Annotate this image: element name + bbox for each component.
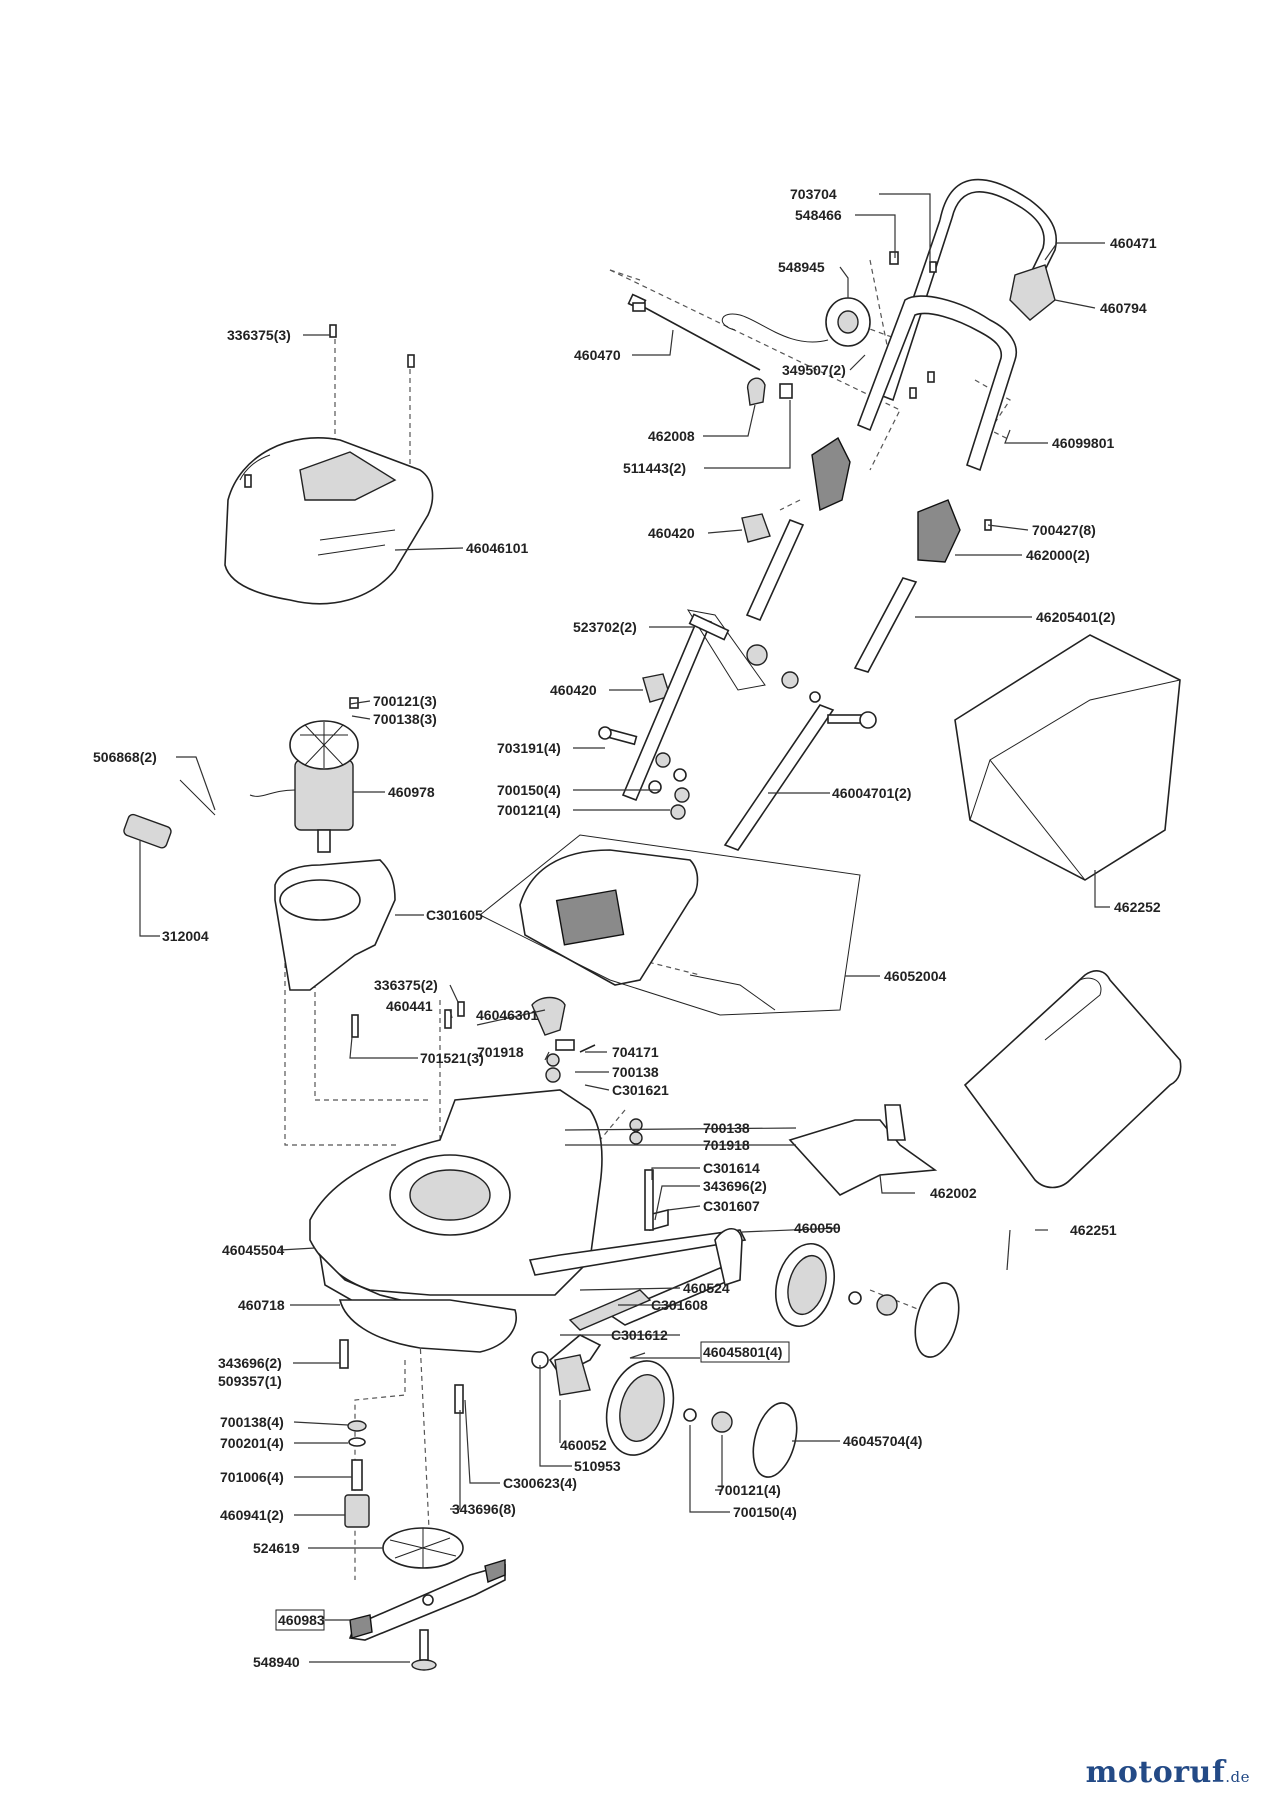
label-460524: 460524 bbox=[683, 1280, 730, 1296]
label-460441: 460441 bbox=[386, 998, 433, 1014]
label-703704: 703704 bbox=[790, 186, 837, 202]
label-462252: 462252 bbox=[1114, 899, 1161, 915]
label-700427-8: 700427(8) bbox=[1032, 522, 1096, 538]
label-460983: 460983 bbox=[278, 1612, 325, 1628]
label-462000-2: 462000(2) bbox=[1026, 547, 1090, 563]
label-c301612: C301612 bbox=[611, 1327, 668, 1343]
lower-handle bbox=[856, 295, 1017, 472]
grass-bag-frame bbox=[963, 970, 1182, 1189]
label-511443-2: 511443(2) bbox=[623, 460, 686, 476]
base-plate bbox=[338, 1299, 517, 1353]
label-46205401-2: 46205401(2) bbox=[1036, 609, 1115, 625]
label-704171: 704171 bbox=[612, 1044, 659, 1060]
label-c301614: C301614 bbox=[703, 1160, 760, 1176]
label-701918-b: 701918 bbox=[703, 1137, 750, 1153]
lower-tube-right bbox=[723, 704, 835, 851]
label-460050: 460050 bbox=[794, 1220, 841, 1236]
label-46045801-4: 46045801(4) bbox=[703, 1344, 782, 1360]
clamp-knob-lower bbox=[917, 499, 961, 563]
label-c301621: C301621 bbox=[612, 1082, 669, 1098]
label-460978: 460978 bbox=[388, 784, 435, 800]
label-46004701-2: 46004701(2) bbox=[832, 785, 911, 801]
label-701521-3: 701521(3) bbox=[420, 1050, 484, 1066]
label-700138-4: 700138(4) bbox=[220, 1414, 284, 1430]
label-460471: 460471 bbox=[1110, 235, 1157, 251]
clamp-knob-upper bbox=[811, 436, 851, 512]
deflector bbox=[788, 1119, 938, 1196]
motoruf-logo: motoruf.de bbox=[1086, 1755, 1250, 1790]
motor bbox=[294, 759, 354, 831]
grass-bag bbox=[954, 634, 1181, 881]
label-343696-2-a: 343696(2) bbox=[703, 1178, 767, 1194]
label-462002: 462002 bbox=[930, 1185, 977, 1201]
label-701918-a: 701918 bbox=[477, 1044, 524, 1060]
label-46052004: 46052004 bbox=[884, 968, 947, 984]
logo-brand: motoruf bbox=[1085, 1755, 1226, 1790]
lower-tube-left bbox=[621, 617, 713, 802]
label-460794: 460794 bbox=[1100, 300, 1147, 316]
switch-box bbox=[1009, 264, 1056, 321]
label-701006-4: 701006(4) bbox=[220, 1469, 284, 1485]
label-700138-3: 700138(3) bbox=[373, 711, 437, 727]
label-548466: 548466 bbox=[795, 207, 842, 223]
rear-axle-bracket bbox=[528, 1229, 747, 1276]
bowden-rod bbox=[639, 304, 761, 371]
label-343696-2-b: 343696(2) bbox=[218, 1355, 282, 1371]
label-524619: 524619 bbox=[253, 1540, 300, 1556]
parts-artwork bbox=[123, 178, 1182, 1671]
label-700150-4-a: 700150(4) bbox=[497, 782, 561, 798]
label-349507-2: 349507(2) bbox=[782, 362, 846, 378]
label-462251: 462251 bbox=[1070, 1222, 1117, 1238]
label-509357-1: 509357(1) bbox=[218, 1373, 282, 1389]
label-700201-4: 700201(4) bbox=[220, 1435, 284, 1451]
motor-housing bbox=[274, 859, 396, 991]
label-46046101: 46046101 bbox=[466, 540, 529, 556]
wheel-cap-rear bbox=[914, 1282, 960, 1358]
handle-tube-left bbox=[745, 518, 805, 622]
label-700138-b: 700138 bbox=[703, 1120, 750, 1136]
part-number-labels: 703704 548466 460471 548945 460794 33637… bbox=[93, 186, 1161, 1670]
label-460420-b: 460420 bbox=[550, 682, 597, 698]
wheel-cap-front bbox=[752, 1402, 798, 1478]
label-c300623-4: C300623(4) bbox=[503, 1475, 577, 1491]
leader-lines bbox=[139, 193, 1110, 1663]
label-462008: 462008 bbox=[648, 428, 695, 444]
label-460420-a: 460420 bbox=[648, 525, 695, 541]
label-46099801: 46099801 bbox=[1052, 435, 1115, 451]
label-700121-4-b: 700121(4) bbox=[717, 1482, 781, 1498]
label-box-460983 bbox=[275, 1609, 325, 1631]
clip-462008 bbox=[746, 377, 766, 406]
handle-tube-right bbox=[853, 577, 918, 673]
label-c301608: C301608 bbox=[651, 1297, 708, 1313]
label-510953: 510953 bbox=[574, 1458, 621, 1474]
label-460718: 460718 bbox=[238, 1297, 285, 1313]
label-c301605: C301605 bbox=[426, 907, 483, 923]
label-46046301: 46046301 bbox=[476, 1007, 539, 1023]
label-312004: 312004 bbox=[162, 928, 209, 944]
label-506868-2: 506868(2) bbox=[93, 749, 157, 765]
label-343696-8: 343696(8) bbox=[452, 1501, 516, 1517]
logo-tld: .de bbox=[1225, 1768, 1250, 1786]
clip-460420-a bbox=[741, 513, 771, 543]
label-c301607: C301607 bbox=[703, 1198, 760, 1214]
label-523702-2: 523702(2) bbox=[573, 619, 637, 635]
label-460941-2: 460941(2) bbox=[220, 1507, 284, 1523]
label-460052: 460052 bbox=[560, 1437, 607, 1453]
label-460470: 460470 bbox=[574, 347, 621, 363]
label-700138-a: 700138 bbox=[612, 1064, 659, 1080]
label-548945: 548945 bbox=[778, 259, 825, 275]
carbon-brush bbox=[123, 813, 172, 849]
label-336375-2: 336375(2) bbox=[374, 977, 438, 993]
label-703191-4: 703191(4) bbox=[497, 740, 561, 756]
label-46045504: 46045504 bbox=[222, 1242, 285, 1258]
label-700121-3: 700121(3) bbox=[373, 693, 437, 709]
label-548940: 548940 bbox=[253, 1654, 300, 1670]
label-700121-4-a: 700121(4) bbox=[497, 802, 561, 818]
label-box-46045801 bbox=[700, 1341, 790, 1363]
label-336375-3: 336375(3) bbox=[227, 327, 291, 343]
label-700150-4-b: 700150(4) bbox=[733, 1504, 797, 1520]
label-46045704-4: 46045704(4) bbox=[843, 1433, 922, 1449]
